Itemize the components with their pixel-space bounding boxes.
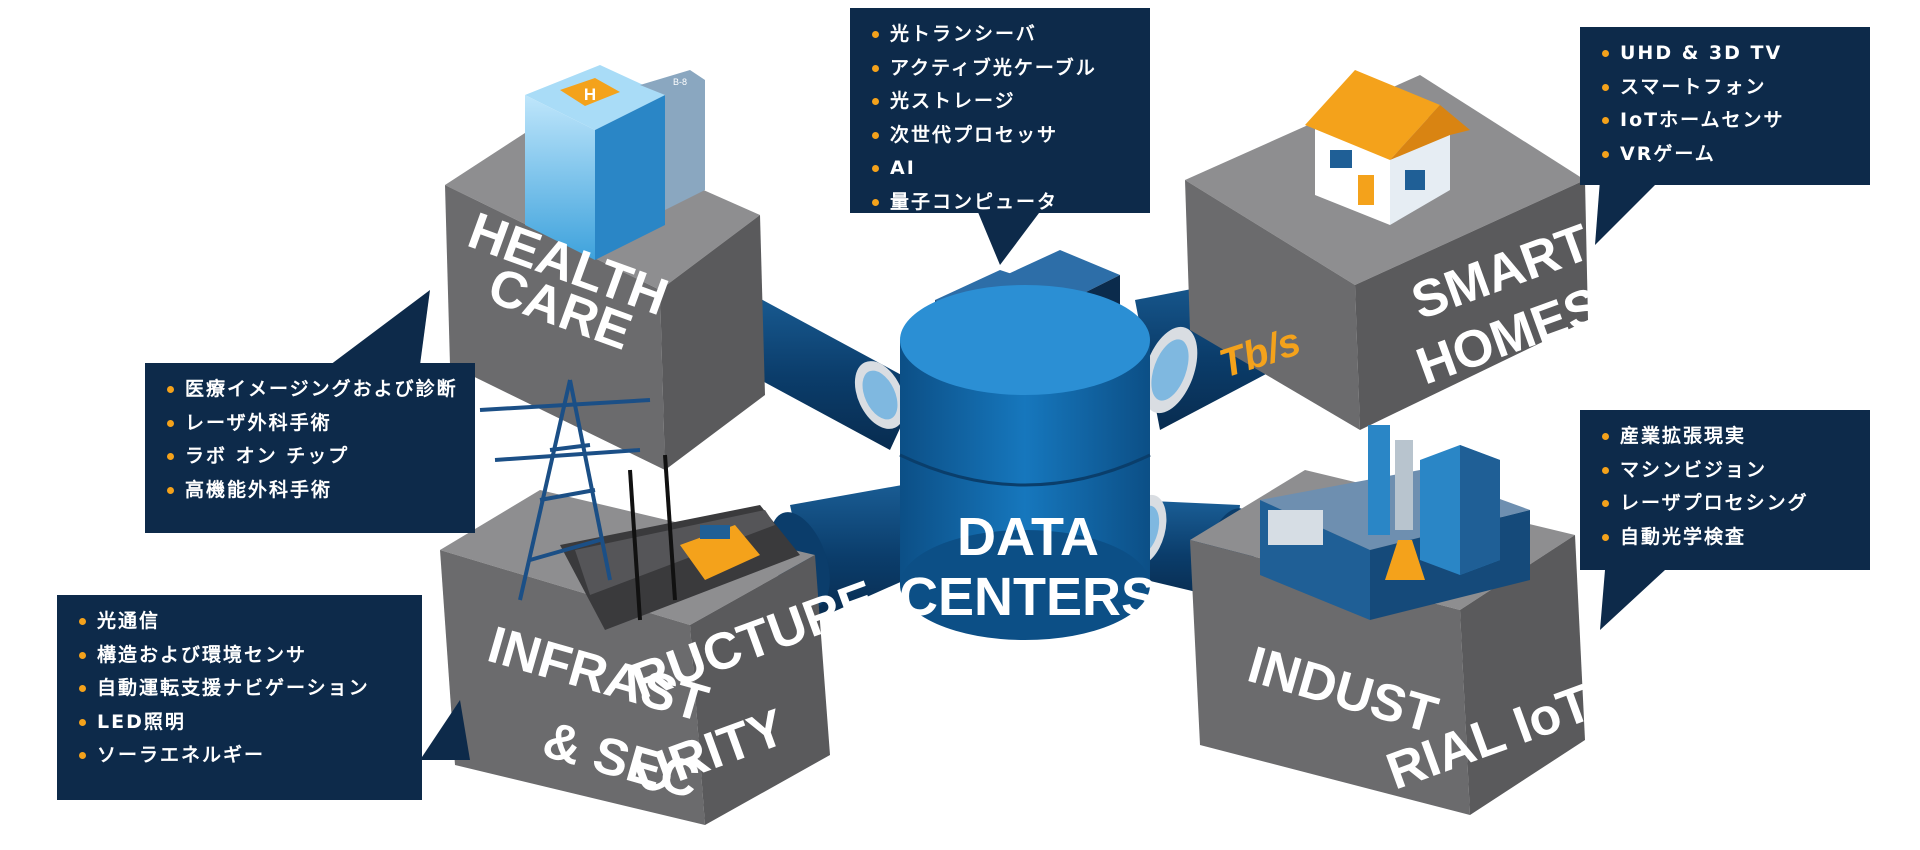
callout-item: UHD & 3D TV xyxy=(1602,37,1854,71)
callout-tail-smart-homes xyxy=(1595,180,1660,245)
callout-industrial: 産業拡張現実マシンビジョンレーザプロセシング自動光学検査 xyxy=(1580,410,1870,570)
callout-item: 量子コンピュータ xyxy=(872,186,1134,220)
callout-item: 自動光学検査 xyxy=(1602,521,1854,555)
bullet-dot xyxy=(167,453,174,460)
bullet-dot xyxy=(872,165,879,172)
bullet-dot xyxy=(872,64,879,72)
label-data-centers-line1: DATA xyxy=(957,507,1099,567)
callout-item-text: 産業拡張現実 xyxy=(1620,425,1747,447)
callout-tail-health-care xyxy=(330,290,430,365)
hospital-sign-letter: H xyxy=(584,85,596,104)
callout-item-text: 構造および環境センサ xyxy=(97,643,308,666)
callout-data-centers: 光トランシーバアクティブ光ケーブル光ストレージ次世代プロセッサ AI 量子コンピュー… xyxy=(850,8,1150,213)
bullet-dot xyxy=(1602,466,1609,474)
bullet-dot xyxy=(79,618,86,625)
bullet-dot xyxy=(872,31,879,38)
bullet-dot xyxy=(167,486,174,494)
bullet-dot xyxy=(1602,500,1609,507)
bullet-dot xyxy=(1602,50,1609,57)
bullet-dot xyxy=(872,131,879,139)
bullet-dot xyxy=(79,718,86,726)
callout-health-care: 医療イメージングおよび診断レーザ外科手術ラボ オン チップ高機能外科手術 xyxy=(145,363,475,533)
callout-item-text: 自動運転支援ナビゲーション xyxy=(97,677,370,699)
bullet-dot xyxy=(872,198,879,206)
callout-item-text: レーザ外科手術 xyxy=(185,411,332,434)
power-tower-road-icon xyxy=(479,379,800,630)
callout-item: 産業拡張現実 xyxy=(1602,420,1854,454)
callout-item-text: スマートフォン xyxy=(1620,75,1767,98)
callout-item: 自動運転支援ナビゲーション xyxy=(79,672,406,706)
callout-item-text: ラボ オン チップ xyxy=(185,445,350,467)
callout-item: 光通信 xyxy=(79,605,406,639)
callout-list: 光トランシーバアクティブ光ケーブル光ストレージ次世代プロセッサ AI 量子コンピュー… xyxy=(872,18,1134,219)
callout-item-text: LED照明 xyxy=(97,710,186,733)
callout-item-text: 自動光学検査 xyxy=(1620,525,1747,548)
callout-item: LED照明 xyxy=(79,706,406,740)
data-centers-drum xyxy=(899,285,1151,640)
callout-item: アクティブ光ケーブル xyxy=(872,52,1134,86)
bullet-dot xyxy=(79,752,86,759)
bullet-dot xyxy=(1602,150,1609,158)
callout-item-text: 医療イメージングおよび診断 xyxy=(185,378,458,400)
callout-item: IoTホームセンサ xyxy=(1602,104,1854,138)
callout-item: VRゲーム xyxy=(1602,138,1854,172)
bullet-dot xyxy=(79,651,86,659)
bullet-dot xyxy=(1602,117,1609,124)
callout-infrastructure: 光通信構造および環境センサ自動運転支援ナビゲーション LED照明ソーラエネルギー xyxy=(57,595,422,800)
callout-item-text: マシンビジョン xyxy=(1620,458,1768,481)
callout-item-text: VRゲーム xyxy=(1620,142,1716,165)
callout-tail-infrastructure xyxy=(420,700,470,760)
callout-item: レーザ外科手術 xyxy=(167,407,459,441)
callout-item: 光ストレージ xyxy=(872,85,1134,119)
callout-item-text: レーザプロセシング xyxy=(1620,492,1809,514)
callout-tail-industrial xyxy=(1600,570,1665,630)
callout-tail-data-centers xyxy=(975,205,1045,265)
callout-item: スマートフォン xyxy=(1602,71,1854,105)
hospital-roof-tag: B-8 xyxy=(673,77,687,87)
callout-smart-homes: UHD & 3D TV スマートフォン IoTホームセンサ VRゲーム xyxy=(1580,27,1870,185)
callout-item-text: ソーラエネルギー xyxy=(97,744,266,766)
callout-item-text: AI xyxy=(890,157,916,179)
callout-item: 光トランシーバ xyxy=(872,18,1134,52)
callout-item-text: IoTホームセンサ xyxy=(1620,109,1785,131)
callout-item: 高機能外科手術 xyxy=(167,474,459,508)
callout-list: 産業拡張現実マシンビジョンレーザプロセシング自動光学検査 xyxy=(1602,420,1854,554)
callout-item-text: UHD & 3D TV xyxy=(1620,42,1783,64)
callout-item-text: 光ストレージ xyxy=(890,90,1016,112)
callout-item: マシンビジョン xyxy=(1602,454,1854,488)
callout-item: ラボ オン チップ xyxy=(167,440,459,474)
callout-item: レーザプロセシング xyxy=(1602,487,1854,521)
callout-item-text: 光通信 xyxy=(97,610,161,632)
callout-item-text: 量子コンピュータ xyxy=(890,190,1059,213)
factory-icon xyxy=(1260,425,1530,620)
bullet-dot xyxy=(1602,83,1609,91)
callout-item: 次世代プロセッサ xyxy=(872,119,1134,153)
callout-item-text: 次世代プロセッサ xyxy=(890,123,1059,146)
callout-list: UHD & 3D TV スマートフォン IoTホームセンサ VRゲーム xyxy=(1602,37,1854,171)
callout-item: AI xyxy=(872,152,1134,186)
callout-list: 医療イメージングおよび診断レーザ外科手術ラボ オン チップ高機能外科手術 xyxy=(167,373,459,507)
bullet-dot xyxy=(872,98,879,105)
bullet-dot xyxy=(167,386,174,393)
bullet-dot xyxy=(79,685,86,692)
bullet-dot xyxy=(167,419,174,427)
bullet-dot xyxy=(1602,433,1609,440)
hospital-building-icon: H B-8 xyxy=(525,65,705,260)
callout-item: 構造および環境センサ xyxy=(79,639,406,673)
label-data-centers-line2: CENTERS xyxy=(899,567,1157,627)
callout-item: 医療イメージングおよび診断 xyxy=(167,373,459,407)
callout-item-text: アクティブ光ケーブル xyxy=(890,56,1097,79)
callout-item-text: 光トランシーバ xyxy=(890,23,1037,45)
house-icon xyxy=(1305,70,1470,225)
callout-list: 光通信構造および環境センサ自動運転支援ナビゲーション LED照明ソーラエネルギー xyxy=(79,605,406,773)
callout-item-text: 高機能外科手術 xyxy=(185,478,333,501)
callout-item: ソーラエネルギー xyxy=(79,739,406,773)
bullet-dot xyxy=(1602,533,1609,541)
